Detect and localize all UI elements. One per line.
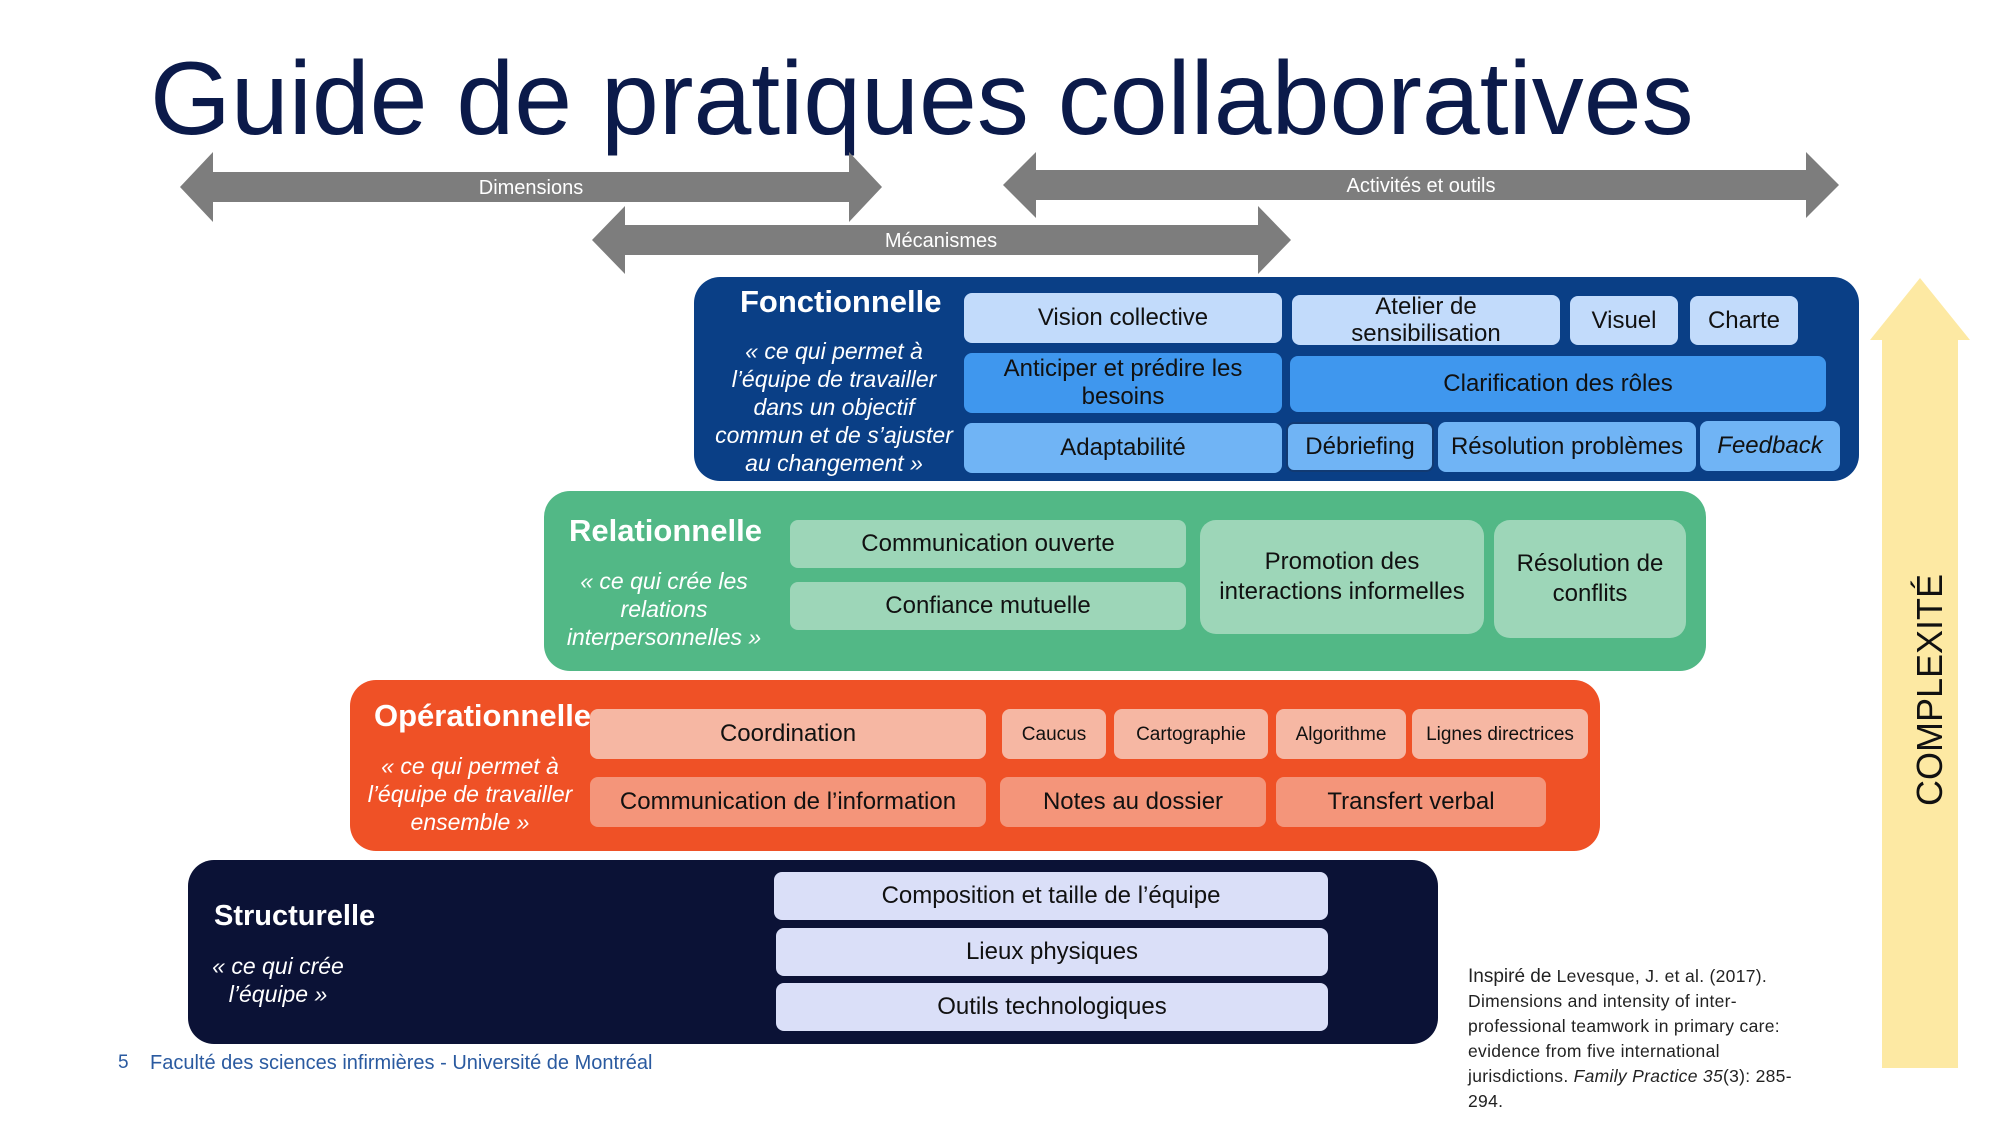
citation-line: professional teamwork in primary care: — [1468, 1016, 1780, 1036]
chip-debriefing: Débriefing — [1286, 422, 1434, 472]
chip-feedback: Feedback — [1700, 421, 1840, 471]
chip-resolution-problemes: Résolution problèmes — [1438, 422, 1696, 472]
complexity-arrow — [1870, 278, 1970, 1068]
chip-adaptabilite: Adaptabilité — [964, 423, 1282, 473]
complexity-label: COMPLEXITÉ — [1909, 573, 1950, 807]
desc-line: « ce qui permet à — [381, 753, 559, 779]
chip-vision-collective: Vision collective — [964, 293, 1282, 343]
dimension-arrows: Dimensions Activités et outils Mécanisme… — [0, 0, 2000, 300]
desc-line: dans un objectif — [753, 394, 915, 420]
activites-label: Activités et outils — [1347, 175, 1496, 197]
chip-charte: Charte — [1690, 296, 1798, 345]
chip-anticiper-besoins: Anticiper et prédire les besoins — [964, 353, 1282, 413]
citation-text: (3): 285- — [1723, 1066, 1792, 1086]
page-title: Guide de pratiques collaboratives — [150, 41, 1694, 157]
chip-communication-ouverte: Communication ouverte — [790, 520, 1186, 568]
desc-line: au changement » — [745, 450, 923, 476]
chip-resolution-conflits: Résolution de conflits — [1494, 520, 1686, 638]
citation-line: Inspiré de Levesque, J. et al. (2017). — [1468, 964, 1858, 989]
dimensions-arrow — [180, 152, 882, 222]
chip-atelier-sensibilisation: Atelier de sensibilisation — [1292, 293, 1560, 347]
chip-communication-information: Communication de l’information — [590, 777, 986, 827]
band-relationnelle-desc: « ce qui crée les relations interpersonn… — [544, 567, 784, 651]
activites-arrow — [1003, 152, 1839, 218]
chip-composition-equipe: Composition et taille de l’équipe — [774, 872, 1328, 920]
chip-lignes-directrices: Lignes directrices — [1412, 709, 1588, 759]
band-fonctionnelle-title: Fonctionnelle — [740, 284, 942, 319]
chip-outils-technologiques: Outils technologiques — [776, 983, 1328, 1031]
desc-line: « ce qui crée — [212, 953, 344, 979]
chip-cartographie: Cartographie — [1114, 709, 1268, 759]
desc-line: l’équipe de travailler — [367, 781, 573, 807]
chip-coordination: Coordination — [590, 709, 986, 759]
mecanismes-label: Mécanismes — [885, 230, 997, 252]
desc-line: l’équipe » — [228, 981, 328, 1007]
footer-text: Faculté des sciences infirmières - Unive… — [150, 1052, 653, 1074]
desc-line: relations — [620, 596, 708, 622]
page-number: 5 — [118, 1052, 129, 1073]
complexity-arrow-shape — [1870, 278, 1970, 1068]
chip-notes-dossier: Notes au dossier — [1000, 777, 1266, 827]
citation-journal: Family Practice 35 — [1573, 1066, 1723, 1086]
chip-clarification-roles: Clarification des rôles — [1290, 356, 1826, 412]
citation-line: Dimensions and intensity of inter- — [1468, 991, 1737, 1011]
citation-line: 294. — [1468, 1091, 1504, 1111]
band-fonctionnelle-desc: « ce qui permet à l’équipe de travailler… — [714, 337, 954, 477]
chip-algorithme: Algorithme — [1276, 709, 1406, 759]
chip-promotion-interactions: Promotion des interactions informelles — [1200, 520, 1484, 634]
chip-transfert-verbal: Transfert verbal — [1276, 777, 1546, 827]
citation-line: evidence from five international — [1468, 1041, 1720, 1061]
band-operationnelle-desc: « ce qui permet à l’équipe de travailler… — [350, 752, 590, 836]
band-relationnelle-title: Relationnelle — [569, 513, 762, 548]
chip-confiance-mutuelle: Confiance mutuelle — [790, 582, 1186, 630]
citation-text: jurisdictions. — [1468, 1066, 1569, 1086]
dimensions-label: Dimensions — [479, 177, 583, 199]
desc-line: commun et de s’ajuster — [715, 422, 953, 448]
desc-line: l’équipe de travailler — [731, 366, 937, 392]
citation: Inspiré de Levesque, J. et al. (2017). D… — [1468, 964, 1858, 1114]
chip-visuel: Visuel — [1570, 296, 1678, 345]
desc-line: « ce qui crée les — [580, 568, 748, 594]
mecanismes-arrow — [592, 206, 1291, 274]
citation-lead: Inspiré de — [1468, 966, 1552, 987]
desc-line: interpersonnelles » — [566, 624, 762, 650]
band-operationnelle-title: Opérationnelle — [374, 698, 592, 733]
chip-lieux-physiques: Lieux physiques — [776, 928, 1328, 976]
desc-line: « ce qui permet à — [745, 338, 923, 364]
citation-text: Levesque, J. et al. (2017). — [1556, 966, 1768, 986]
chip-caucus: Caucus — [1002, 709, 1106, 759]
band-structurelle-desc: « ce qui crée l’équipe » — [198, 952, 358, 1008]
citation-line: jurisdictions. Family Practice 35(3): 28… — [1468, 1064, 1858, 1089]
desc-line: ensemble » — [410, 809, 530, 835]
band-structurelle-title: Structurelle — [214, 900, 376, 932]
